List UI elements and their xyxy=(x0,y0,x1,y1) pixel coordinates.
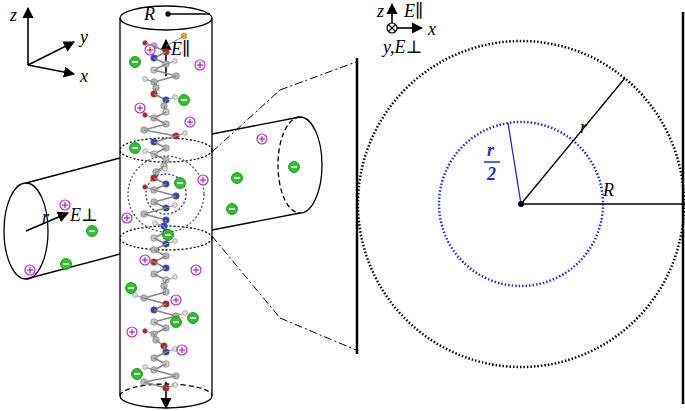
axis-label: x xyxy=(80,67,88,85)
field-label: E∥ xyxy=(171,40,190,58)
radius-label: r xyxy=(580,118,587,136)
zoom-lines xyxy=(212,62,356,350)
axis-label: z xyxy=(10,6,17,24)
molecule xyxy=(133,33,188,391)
axis-label: y,E⊥ xyxy=(383,38,422,56)
radius-label: R xyxy=(603,181,614,199)
axis-label: x xyxy=(428,20,436,38)
cross-section xyxy=(358,12,684,404)
panel-edge xyxy=(356,58,359,354)
axes-left xyxy=(28,8,74,74)
vertical-cylinder xyxy=(120,6,212,408)
horizontal-cylinder xyxy=(4,117,322,279)
axis-label: y xyxy=(80,28,88,46)
radius-label: R xyxy=(144,5,155,23)
field-label: E⊥ xyxy=(70,206,98,224)
fraction-denominator: 2 xyxy=(487,165,496,183)
axis-label: z xyxy=(377,2,384,20)
fraction-numerator: r xyxy=(487,141,494,159)
ions xyxy=(25,45,300,380)
field-label: E∥ xyxy=(404,2,423,20)
radius-label: r xyxy=(42,208,49,226)
